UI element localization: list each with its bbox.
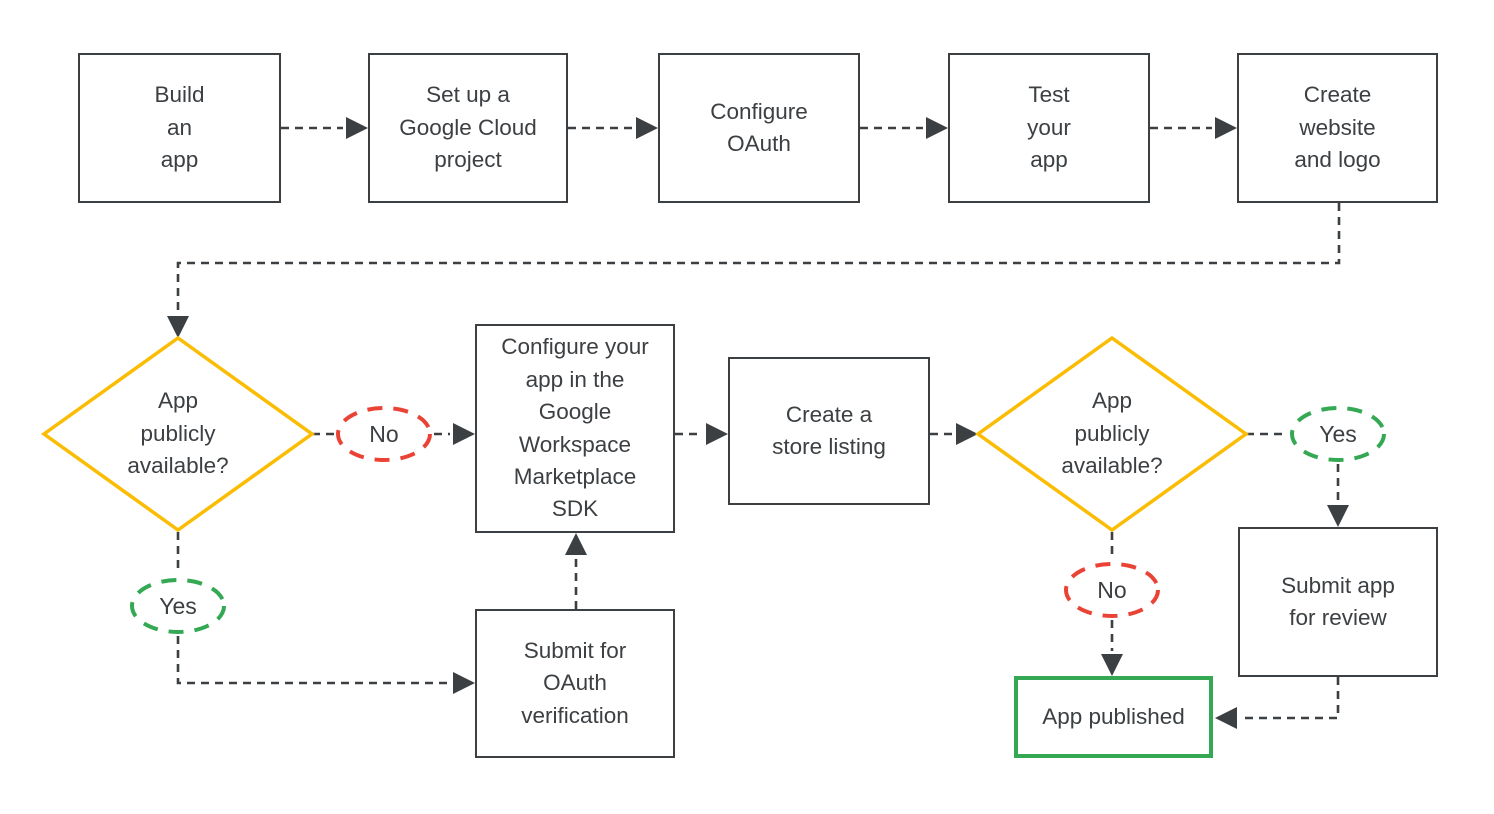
- diamond-shape: [40, 335, 316, 533]
- arrow-setup-to-oauth: [568, 117, 658, 139]
- yes-label: Yes: [1319, 420, 1357, 447]
- process-box-submit-oauth-verification: Submit for OAuth verification: [475, 609, 675, 758]
- decision-diamond-publicly-available-1: App publicly available?: [40, 334, 316, 534]
- no-oval-shape: [336, 406, 432, 462]
- no-oval-shape: [1064, 562, 1160, 618]
- edge-label-yes-1: Yes: [128, 576, 228, 636]
- process-box-configure-sdk: Configure your app in the Google Workspa…: [475, 324, 675, 533]
- arrow-yes2-to-review: [1327, 464, 1349, 527]
- yes-label: Yes: [159, 592, 197, 619]
- arrow-oauth-verification-to-sdk: [565, 533, 587, 609]
- process-box-store-listing: Create a store listing: [728, 357, 930, 505]
- diamond-shape: [974, 335, 1250, 533]
- arrow-test-to-website: [1150, 117, 1237, 139]
- process-box-submit-review: Submit app for review: [1238, 527, 1438, 677]
- process-box-create-website: Create website and logo: [1237, 53, 1438, 203]
- arrow-sdk-to-store: [675, 423, 728, 445]
- decision-diamond-publicly-available-2: App publicly available?: [974, 334, 1250, 534]
- process-box-configure-oauth: Configure OAuth: [658, 53, 860, 203]
- process-box-build-app: Build an app: [78, 53, 281, 203]
- arrow-review-to-published: [1215, 677, 1340, 729]
- decision-label: App publicly available?: [1061, 388, 1163, 479]
- yes-oval-shape: [130, 578, 226, 634]
- decision-label: App publicly available?: [127, 388, 229, 479]
- arrow-yes1-to-oauth-verification: [176, 636, 475, 694]
- edge-label-no-2: No: [1062, 560, 1162, 620]
- edge-label-yes-2: Yes: [1288, 404, 1388, 464]
- terminal-box-app-published: App published: [1014, 676, 1213, 758]
- arrow-oauth-to-test: [860, 117, 948, 139]
- arrow-no2-to-published: [1101, 620, 1123, 676]
- arrow-website-to-decision1: [167, 203, 1341, 338]
- no-label: No: [369, 420, 399, 447]
- process-box-test-app: Test your app: [948, 53, 1150, 203]
- arrow-build-to-setup: [281, 117, 368, 139]
- arrow-no-to-sdk: [434, 423, 475, 445]
- edge-label-no-1: No: [334, 404, 434, 464]
- arrow-store-to-decision2: [930, 423, 978, 445]
- process-box-setup-project: Set up a Google Cloud project: [368, 53, 568, 203]
- yes-oval-shape: [1290, 406, 1386, 462]
- no-label: No: [1097, 576, 1127, 603]
